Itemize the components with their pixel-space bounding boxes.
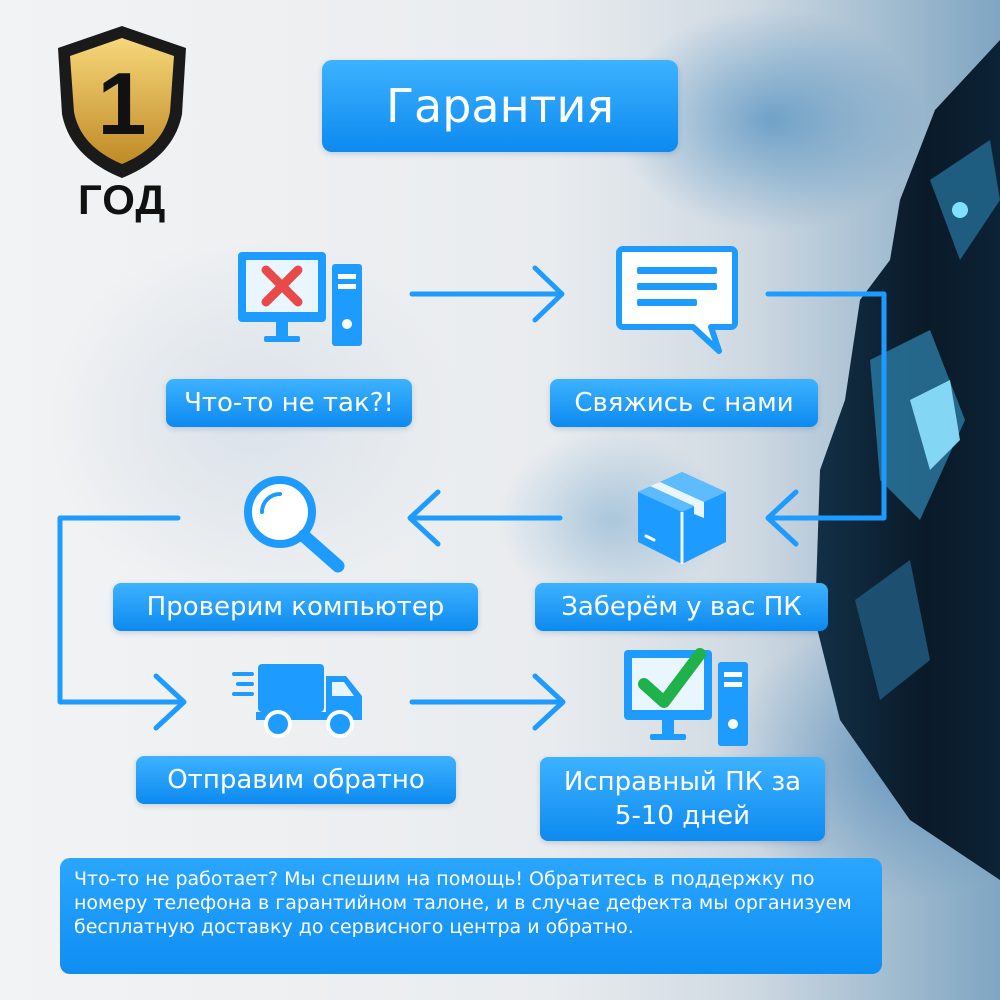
page-title: Гарантия bbox=[322, 60, 678, 152]
badge-unit: ГОД bbox=[78, 176, 167, 223]
badge-number: 1 bbox=[98, 54, 147, 153]
step-label-fixed-line1: Исправный ПК за bbox=[563, 767, 802, 797]
step-label-fixed: Исправный ПК за 5-10 дней bbox=[540, 757, 825, 841]
package-box-icon bbox=[638, 472, 726, 564]
step-label-fixed-line2: 5-10 дней bbox=[614, 801, 751, 831]
robot-illustration bbox=[815, 40, 1000, 880]
delivery-truck-icon bbox=[232, 664, 362, 738]
step-label-pickup: Заберём у вас ПК bbox=[535, 583, 828, 631]
computer-error-icon bbox=[238, 252, 362, 346]
arrow-2-3 bbox=[765, 291, 887, 521]
info-text: Что-то не работает? Мы спешим на помощь!… bbox=[60, 858, 882, 974]
message-bubble-icon bbox=[616, 246, 738, 354]
step-label-check: Проверим компьютер bbox=[113, 583, 478, 631]
step-label-return: Отправим обратно bbox=[136, 756, 456, 804]
warranty-shield-icon: 1 bbox=[58, 26, 186, 178]
step-label-problem: Что-то не так?! bbox=[166, 379, 412, 427]
computer-check-icon bbox=[624, 648, 748, 746]
step-label-contact: Свяжись с нами bbox=[550, 379, 818, 427]
arrow-4-5 bbox=[57, 515, 185, 705]
magnifier-icon bbox=[244, 476, 345, 573]
